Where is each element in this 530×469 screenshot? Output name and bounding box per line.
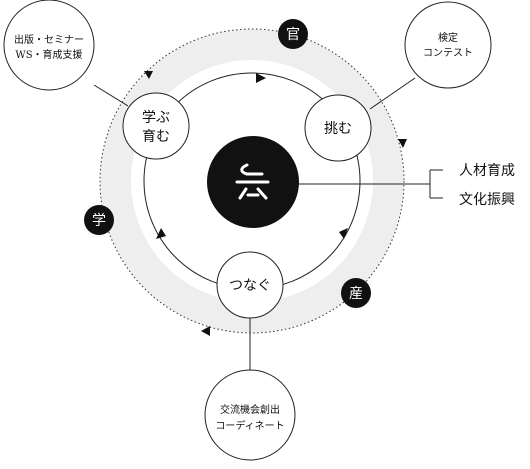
outcomes: 人材育成 文化振興 — [459, 163, 515, 208]
arrow-icon — [156, 228, 166, 239]
node-connect: つなぐ — [216, 251, 284, 319]
connector-lines — [93, 77, 443, 370]
outcome-hr-development: 人材育成 — [459, 163, 515, 179]
outcome-culture-promotion: 文化振興 — [459, 192, 515, 208]
arrow-icon — [398, 139, 407, 148]
satellite-exchange-line2: コーディネート — [215, 419, 284, 432]
sector-government-label: 官 — [286, 27, 300, 43]
sector-academia-label: 学 — [92, 213, 106, 229]
node-challenge-label: 挑む — [324, 121, 352, 137]
node-challenge: 挑む — [304, 94, 372, 162]
sector-industry-label: 産 — [349, 286, 363, 302]
node-learn-line2: 育む — [142, 129, 170, 145]
satellite-publishing-line1: 出版・セミナー — [14, 33, 84, 46]
node-learn-line1: 学ぶ — [142, 110, 170, 126]
sector-industry: 産 — [341, 278, 371, 308]
arrow-icon — [144, 71, 153, 79]
satellite-contest-line2: コンテスト — [423, 48, 473, 59]
node-learn: 学ぶ 育む — [122, 92, 190, 160]
inner-cycle-arrows — [156, 73, 348, 239]
arrow-icon — [201, 326, 210, 336]
node-connect-label: つなぐ — [229, 278, 271, 294]
satellite-contest: 検定 コンテスト — [404, 1, 492, 89]
logo-mark-icon — [235, 163, 270, 200]
center-logo — [207, 136, 299, 228]
satellite-exchange: 交流機会創出 コーディネート — [204, 369, 296, 461]
arrow-icon — [256, 73, 266, 83]
arrow-icon — [339, 228, 348, 239]
outer-ring-arrows — [144, 71, 407, 336]
satellite-publishing-line2: WS・育成支援 — [15, 48, 82, 61]
sector-government: 官 — [278, 19, 308, 49]
sector-academia: 学 — [84, 205, 114, 235]
satellite-publishing: 出版・セミナー WS・育成支援 — [3, 0, 95, 91]
satellite-contest-line1: 検定 — [438, 31, 458, 44]
satellite-exchange-line1: 交流機会創出 — [220, 403, 280, 416]
